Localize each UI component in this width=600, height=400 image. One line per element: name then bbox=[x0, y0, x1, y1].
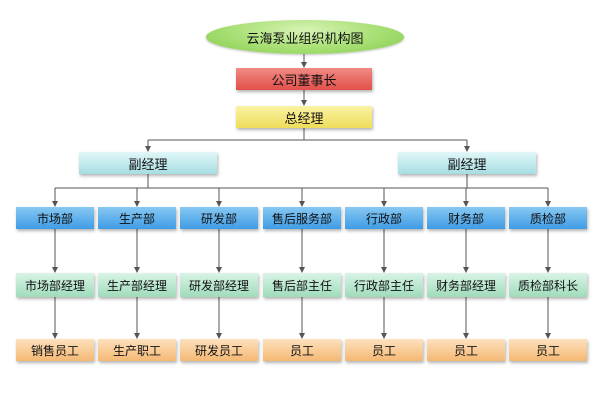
department-aftersales: 售后服务部 bbox=[263, 207, 341, 229]
department-quality: 质检部 bbox=[509, 207, 587, 229]
deputy-manager-left-box: 副经理 bbox=[79, 152, 217, 174]
manager-admin: 行政部主任 bbox=[345, 273, 423, 297]
deputy-manager-right-box: 副经理 bbox=[398, 152, 536, 174]
manager-market: 市场部经理 bbox=[16, 273, 94, 297]
staff-production: 生产职工 bbox=[98, 339, 176, 361]
manager-aftersales: 售后部主任 bbox=[263, 273, 341, 297]
chart-title: 云海泵业组织机构图 bbox=[206, 20, 404, 54]
chairman-box: 公司董事长 bbox=[236, 68, 372, 90]
staff-finance: 员工 bbox=[427, 339, 505, 361]
staff-aftersales: 员工 bbox=[263, 339, 341, 361]
department-production: 生产部 bbox=[98, 207, 176, 229]
general-manager-box: 总经理 bbox=[236, 106, 372, 128]
department-market: 市场部 bbox=[16, 207, 94, 229]
department-admin: 行政部 bbox=[345, 207, 423, 229]
manager-production: 生产部经理 bbox=[98, 273, 176, 297]
staff-market: 销售员工 bbox=[16, 339, 94, 361]
staff-rnd: 研发员工 bbox=[180, 339, 258, 361]
staff-quality: 员工 bbox=[509, 339, 587, 361]
manager-finance: 财务部经理 bbox=[427, 273, 505, 297]
department-rnd: 研发部 bbox=[180, 207, 258, 229]
staff-admin: 员工 bbox=[345, 339, 423, 361]
department-finance: 财务部 bbox=[427, 207, 505, 229]
manager-quality: 质检部科长 bbox=[509, 273, 587, 297]
manager-rnd: 研发部经理 bbox=[180, 273, 258, 297]
